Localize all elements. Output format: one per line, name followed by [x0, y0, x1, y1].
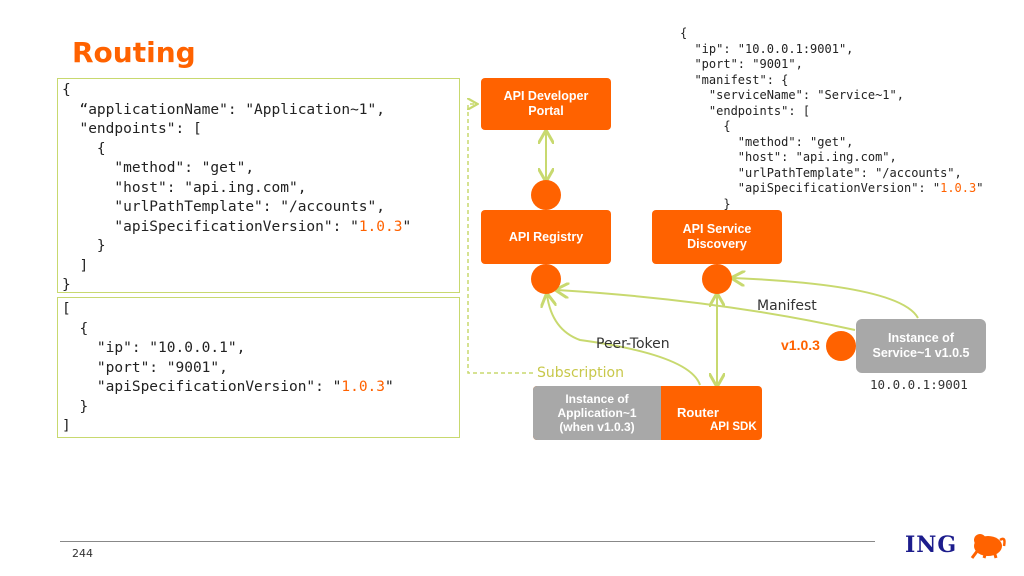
api-registry-node: API Registry — [481, 210, 611, 264]
json-line: "serviceName": "Service~1", — [680, 88, 904, 102]
version-label: v1.0.3 — [781, 337, 820, 353]
json-line: { — [680, 119, 731, 133]
instances-json: [ { "ip": "10.0.0.1", "port": "9001", "a… — [62, 300, 394, 437]
json-line: "ip": "10.0.0.1", — [62, 340, 246, 356]
discovery-bottom-port — [702, 264, 732, 294]
registry-top-port — [531, 180, 561, 210]
version-value: 1.0.3 — [940, 181, 977, 195]
instances-json-box — [57, 297, 460, 438]
json-line: "apiSpecificationVersion": " — [62, 379, 342, 395]
json-line: "endpoints": [ — [62, 121, 202, 137]
manifest-connector — [557, 290, 856, 331]
json-line: "host": "api.ing.com", — [62, 179, 307, 196]
service-manifest-json: { "ip": "10.0.0.1:9001", "port": "9001",… — [680, 26, 983, 212]
json-line: ] — [62, 257, 89, 274]
page-number: 244 — [72, 547, 93, 560]
service-instance-port — [826, 331, 856, 361]
manifest-connector — [733, 278, 919, 319]
router-label: Router — [677, 405, 719, 420]
api-developer-portal-node: API Developer Portal — [481, 78, 611, 130]
application-json: { “applicationName": "Application~1", "e… — [62, 81, 411, 296]
json-line: } — [62, 238, 106, 254]
json-line: "apiSpecificationVersion": " — [680, 181, 941, 195]
json-line: ] — [62, 418, 71, 434]
version-value: 1.0.3 — [341, 379, 386, 395]
page-title: Routing — [72, 36, 196, 69]
json-line: { — [62, 320, 89, 337]
json-line: [ — [62, 301, 71, 317]
json-line: { — [62, 82, 71, 98]
json-line: " — [976, 181, 984, 195]
json-line: } — [62, 398, 89, 415]
subscription-connector — [468, 104, 533, 374]
json-line: "method": "get", — [680, 134, 854, 149]
service-address: 10.0.0.1:9001 — [870, 377, 968, 392]
json-line: "urlPathTemplate": "/accounts", — [62, 199, 386, 215]
json-line: "host": "api.ing.com", — [680, 150, 897, 164]
json-line: " — [385, 379, 394, 395]
json-line: "port": "9001", — [62, 359, 228, 376]
subscription-label: Subscription — [537, 365, 624, 381]
ing-logo-text: ING — [905, 532, 958, 558]
application-instance-node: Instance of Application~1 (when v1.0.3) — [533, 386, 661, 440]
json-line: } — [680, 196, 731, 211]
api-service-discovery-node: API Service Discovery — [652, 210, 782, 264]
json-line: "endpoints": [ — [680, 103, 811, 118]
application-json-box — [57, 78, 460, 293]
json-line: "urlPathTemplate": "/accounts", — [680, 165, 962, 180]
json-line: } — [62, 277, 71, 293]
json-line: "ip": "10.0.0.1:9001", — [680, 41, 854, 56]
peer-token-label: Peer-Token — [596, 336, 670, 352]
ing-logo: ING — [905, 532, 1008, 560]
manifest-label: Manifest — [757, 298, 817, 314]
json-line: { — [680, 26, 688, 40]
service-instance-node: Instance of Service~1 v1.0.5 — [856, 319, 986, 373]
peer-token-connector — [547, 295, 701, 386]
json-line: "method": "get", — [62, 160, 255, 176]
lion-icon — [970, 534, 1006, 559]
json-line: "manifest": { — [680, 72, 789, 87]
json-line: " — [402, 218, 412, 235]
json-line: “applicationName": "Application~1", — [62, 101, 386, 118]
footer-divider — [60, 541, 875, 542]
registry-bottom-port — [531, 264, 561, 294]
api-sdk-label: API SDK — [710, 421, 757, 433]
json-line: { — [62, 140, 106, 157]
version-value: 1.0.3 — [358, 218, 403, 235]
json-line: "port": "9001", — [680, 57, 803, 71]
json-line: "apiSpecificationVersion": " — [62, 218, 359, 235]
